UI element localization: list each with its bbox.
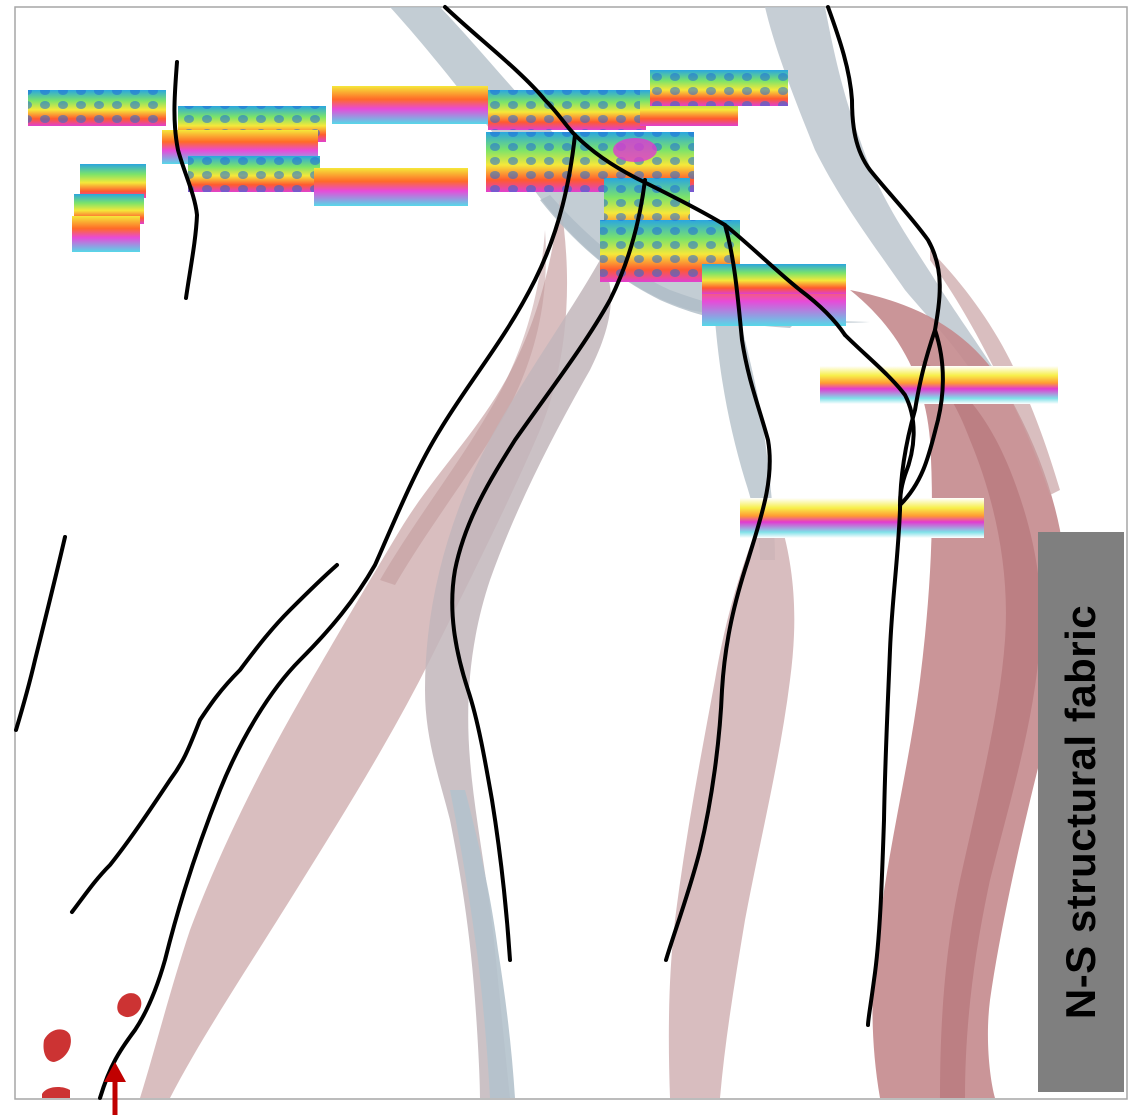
section-panel-flat [740, 498, 984, 538]
section-panel [72, 216, 140, 252]
section-panel [332, 86, 488, 124]
section-panel [314, 168, 468, 206]
section-anomaly [613, 138, 657, 162]
section-panel [188, 156, 320, 192]
section-panel [28, 90, 166, 126]
section-panel [650, 70, 788, 106]
section-panel [80, 164, 146, 198]
title-label-box: N-S structural fabric [1038, 532, 1124, 1092]
section-panel-flat [820, 366, 1058, 404]
title-label: N-S structural fabric [1057, 605, 1105, 1019]
